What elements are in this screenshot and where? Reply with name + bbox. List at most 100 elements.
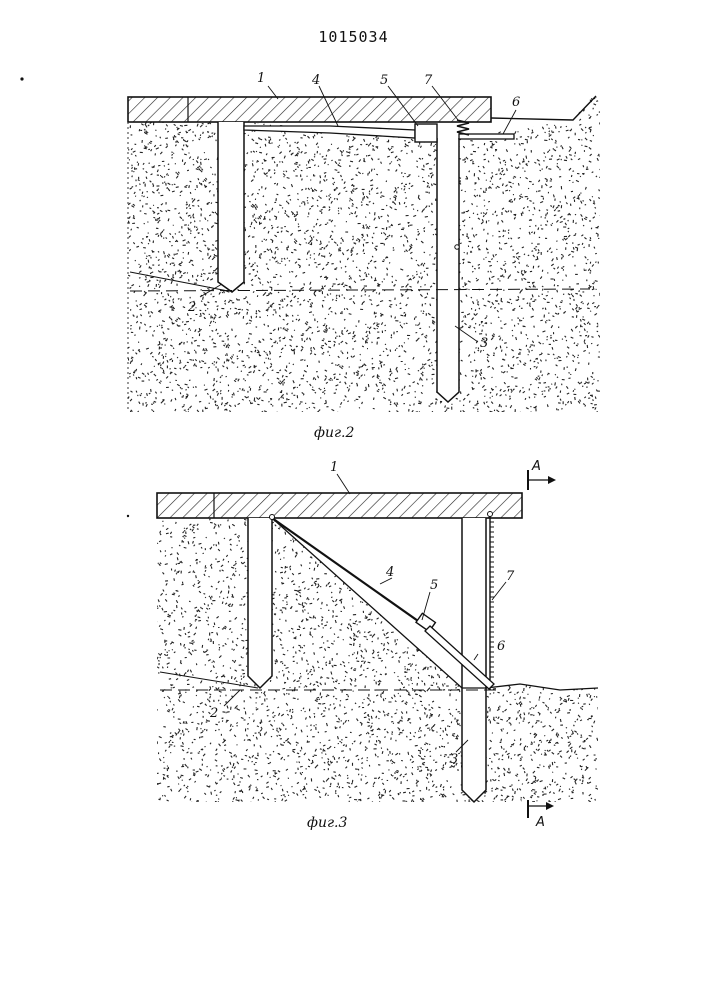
- soil-speck: [247, 153, 248, 154]
- soil-speck: [514, 144, 515, 145]
- soil-speck: [199, 328, 200, 331]
- soil-speck: [494, 564, 495, 566]
- soil-speck: [599, 189, 600, 191]
- soil-speck: [472, 266, 473, 267]
- soil-speck: [368, 704, 370, 706]
- soil-speck: [360, 366, 363, 367]
- soil-speck: [203, 241, 206, 242]
- soil-speck: [586, 263, 587, 264]
- soil-speck: [515, 131, 516, 134]
- soil-speck: [338, 208, 339, 209]
- soil-speck: [133, 151, 136, 152]
- soil-speck: [201, 301, 202, 302]
- soil-speck: [399, 345, 400, 347]
- soil-speck: [190, 623, 191, 624]
- soil-speck: [349, 314, 352, 315]
- soil-speck: [495, 211, 496, 213]
- soil-speck: [536, 367, 537, 369]
- soil-speck: [235, 335, 237, 337]
- soil-speck: [483, 166, 484, 168]
- soil-speck: [242, 399, 244, 400]
- soil-speck: [309, 208, 311, 209]
- soil-speck: [353, 356, 355, 358]
- soil-speck: [203, 132, 204, 134]
- soil-speck: [501, 174, 502, 175]
- soil-speck: [343, 150, 344, 151]
- soil-speck: [208, 624, 209, 625]
- soil-speck: [165, 129, 166, 130]
- soil-speck: [585, 405, 586, 407]
- soil-speck: [581, 129, 583, 131]
- soil-speck: [228, 346, 229, 348]
- soil-speck: [210, 256, 211, 258]
- soil-speck: [324, 390, 325, 391]
- soil-speck: [422, 568, 424, 569]
- soil-speck: [502, 371, 503, 373]
- soil-speck: [507, 168, 508, 171]
- soil-speck: [165, 299, 167, 300]
- soil-speck: [561, 126, 562, 128]
- soil-speck: [553, 354, 554, 355]
- soil-speck: [465, 191, 466, 192]
- soil-speck: [340, 741, 341, 742]
- soil-speck: [474, 360, 475, 361]
- soil-speck: [331, 783, 332, 786]
- soil-speck: [477, 409, 478, 411]
- soil-speck: [182, 388, 183, 389]
- soil-speck: [164, 165, 165, 166]
- soil-speck: [464, 316, 465, 317]
- soil-speck: [546, 210, 548, 211]
- soil-speck: [278, 382, 279, 384]
- soil-speck: [308, 673, 309, 674]
- soil-speck: [222, 366, 224, 367]
- soil-speck: [201, 274, 202, 276]
- soil-speck: [377, 391, 379, 392]
- soil-speck: [594, 104, 597, 105]
- soil-speck: [174, 124, 176, 125]
- soil-speck: [296, 240, 298, 242]
- soil-speck: [159, 220, 160, 221]
- soil-speck: [332, 299, 333, 301]
- soil-speck: [344, 297, 345, 298]
- soil-speck: [545, 225, 547, 226]
- soil-speck: [406, 304, 408, 306]
- soil-speck: [404, 386, 405, 389]
- soil-speck: [537, 780, 539, 782]
- soil-speck: [220, 393, 221, 394]
- soil-speck: [489, 265, 492, 266]
- soil-speck: [424, 346, 425, 347]
- soil-speck: [332, 231, 334, 233]
- soil-speck: [194, 199, 195, 201]
- soil-speck: [193, 216, 194, 218]
- soil-speck: [301, 151, 303, 153]
- soil-speck: [207, 288, 209, 289]
- soil-speck: [255, 207, 256, 210]
- soil-speck: [151, 404, 153, 405]
- soil-speck: [575, 234, 576, 235]
- soil-speck: [219, 292, 220, 294]
- soil-speck: [134, 291, 135, 293]
- soil-speck: [251, 316, 252, 319]
- soil-speck: [530, 360, 531, 362]
- soil-speck: [219, 317, 221, 318]
- soil-speck: [557, 735, 558, 737]
- soil-speck: [432, 701, 434, 702]
- soil-speck: [585, 574, 587, 576]
- soil-speck: [324, 403, 327, 404]
- soil-speck: [420, 368, 422, 370]
- soil-speck: [555, 313, 558, 314]
- soil-speck: [190, 406, 192, 408]
- soil-speck: [186, 411, 187, 412]
- soil-speck: [424, 165, 425, 168]
- soil-speck: [551, 178, 552, 180]
- soil-speck: [314, 226, 315, 228]
- soil-speck: [484, 159, 486, 160]
- soil-speck: [516, 122, 518, 123]
- soil-speck: [523, 207, 524, 208]
- soil-speck: [536, 358, 538, 359]
- soil-speck: [548, 169, 551, 170]
- soil-speck: [368, 274, 369, 275]
- soil-speck: [297, 387, 298, 388]
- soil-speck: [359, 270, 361, 271]
- soil-speck: [289, 261, 290, 262]
